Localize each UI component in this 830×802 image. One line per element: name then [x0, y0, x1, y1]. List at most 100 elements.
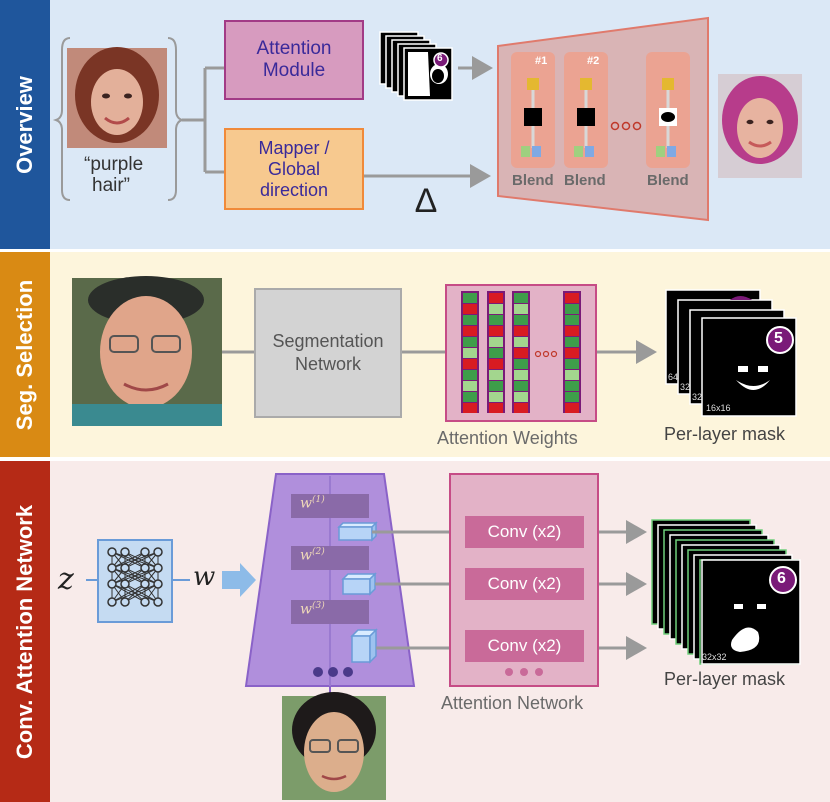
conv-attention-tab: Conv. Attention Network [0, 461, 50, 802]
attention-weight-columns [461, 291, 581, 413]
mlp-node [120, 597, 130, 607]
weight-cell [489, 293, 503, 303]
output-face-image [718, 74, 802, 178]
weight-cell [514, 370, 528, 380]
mlp-edge [124, 567, 159, 585]
mlp-node [120, 579, 130, 589]
seg-mask-count: 5 [774, 330, 783, 347]
mlp-node [140, 547, 150, 557]
weight-cell [514, 304, 528, 314]
weight-cell [565, 359, 579, 369]
w3-base: w [300, 601, 312, 618]
weight-cell [463, 403, 477, 413]
w1-base: w [300, 495, 312, 512]
conv-label-1: Conv (x2) [487, 522, 562, 541]
seg-res-32b: 32 [692, 392, 703, 402]
weight-cell [565, 403, 579, 413]
weight-cell [514, 359, 528, 369]
weight-cell [565, 315, 579, 325]
weight-cell [489, 359, 503, 369]
weight-cell [514, 293, 528, 303]
weight-cell [565, 326, 579, 336]
seg-face-image [72, 276, 222, 426]
weight-cell [489, 337, 503, 347]
weight-cell [463, 370, 477, 380]
block-internals [521, 78, 677, 157]
conv-label-3: Conv (x2) [487, 636, 562, 655]
weight-cell [463, 326, 477, 336]
block-2-badge: #2 [587, 55, 600, 67]
prompt-line-2: hair” [92, 175, 131, 196]
mapper-line-1: Mapper / [258, 137, 330, 158]
weight-cell [514, 337, 528, 347]
mlp-node [140, 563, 150, 573]
mapping-network-nodes [107, 547, 163, 607]
weight-cell [489, 304, 503, 314]
mlp-node [107, 563, 117, 573]
w3-sup: (3) [311, 601, 325, 611]
conv-face-image [282, 692, 386, 800]
weight-cell [565, 392, 579, 402]
attention-map-stack [379, 31, 453, 101]
weight-cell [489, 392, 503, 402]
w3-label: w(3) [300, 601, 325, 618]
weight-cell [463, 315, 477, 325]
mlp-node [153, 597, 163, 607]
seg-mask-stack [665, 289, 797, 417]
seg-selection-tab: Seg. Selection [0, 252, 50, 457]
weight-cell [565, 348, 579, 358]
z-symbol: z [58, 562, 74, 597]
weight-cell [489, 381, 503, 391]
mlp-edge [124, 551, 159, 569]
overview-tab: Overview [0, 0, 50, 249]
weight-cell [514, 326, 528, 336]
weight-cell [514, 315, 528, 325]
mlp-node [120, 563, 130, 573]
w2-sup: (2) [311, 547, 325, 557]
left-brace [52, 37, 71, 201]
mlp-edge [111, 551, 146, 569]
weight-cell [463, 293, 477, 303]
mapper-line-2: Global [267, 158, 321, 179]
weight-cell [463, 381, 477, 391]
w1-label: w(1) [300, 495, 325, 512]
seg-per-layer-mask-label: Per-layer mask [664, 424, 786, 444]
weight-cell [514, 392, 528, 402]
delta-symbol: Δ [415, 182, 438, 220]
conv-mask-count: 6 [777, 570, 786, 587]
prompt-line-1: “purple [84, 154, 144, 175]
weight-cell [565, 370, 579, 380]
conv-label-2: Conv (x2) [487, 574, 562, 593]
w2-label: w(2) [300, 547, 325, 564]
segmentation-line-2: Network [294, 354, 361, 374]
mlp-edge [111, 583, 146, 603]
attention-network-label: Attention Network [441, 693, 584, 713]
mapper-line-3: direction [259, 179, 329, 200]
input-face-image [67, 47, 167, 148]
segmentation-line-1: Segmentation [272, 331, 384, 351]
blend-label-3: Blend [647, 172, 689, 189]
w-symbol: w [193, 562, 216, 592]
seg-res-32: 32 [680, 382, 691, 392]
weight-cell [489, 370, 503, 380]
weight-cell [463, 348, 477, 358]
mlp-node [107, 597, 117, 607]
weight-cell [463, 359, 477, 369]
weight-cell [514, 381, 528, 391]
attention-module-box: Attention Module [224, 20, 364, 100]
weight-cell [463, 392, 477, 402]
attention-module-line-2: Module [262, 60, 326, 81]
attention-module-line-1: Attention [256, 38, 332, 59]
weight-cell [565, 381, 579, 391]
weight-cell [489, 315, 503, 325]
weight-cell [489, 348, 503, 358]
attention-weights-label: Attention Weights [437, 428, 578, 448]
weight-cell [565, 293, 579, 303]
mlp-node [153, 547, 163, 557]
weight-cell [514, 348, 528, 358]
blend-label-2: Blend [564, 172, 606, 189]
feature-block-3 [350, 628, 378, 664]
conv-per-layer-mask-label: Per-layer mask [664, 669, 786, 689]
